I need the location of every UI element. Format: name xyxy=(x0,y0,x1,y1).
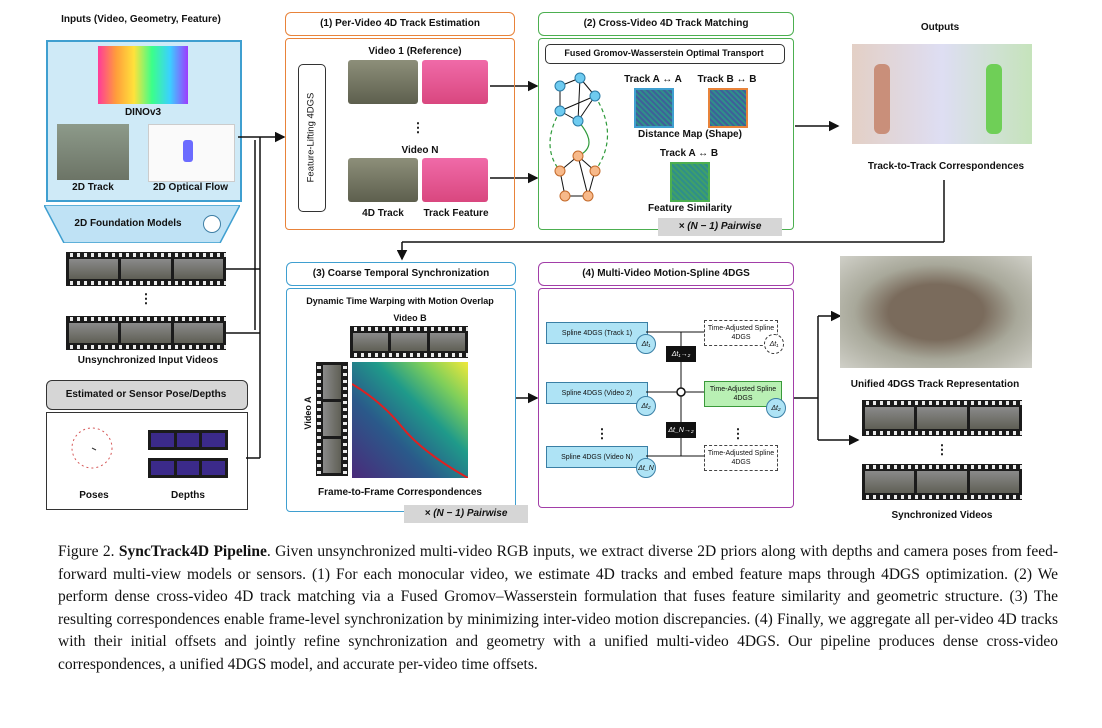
pose-box-label: Estimated or Sensor Pose/Depths xyxy=(65,389,227,400)
videoN-feature-image xyxy=(422,158,488,202)
figure-right-icon xyxy=(986,64,1002,134)
distance-map-b xyxy=(708,88,748,128)
delta-1-to-2-box: Δt₁→₂ xyxy=(666,346,696,362)
output-dots: ⋮ xyxy=(935,442,949,457)
delta-n-to-2-box: Δt_N→₂ xyxy=(666,422,696,438)
trackAA-label: Track A ↔ A xyxy=(624,74,682,85)
caption-text: . Given unsynchronized multi-video RGB i… xyxy=(58,543,1058,673)
track-feature-label: Track Feature xyxy=(423,208,489,219)
trackAB-label: Track A ↔ B xyxy=(659,148,719,159)
panel4-box xyxy=(538,288,794,508)
track-image xyxy=(57,124,129,180)
similarity-label: Feature Similarity xyxy=(648,203,732,214)
figure-left-icon xyxy=(874,64,890,134)
foundation-label: 2D Foundation Models xyxy=(74,218,182,229)
dtw-label: Dynamic Time Warping with Motion Overlap xyxy=(306,296,494,306)
panel1-dots: ⋮ xyxy=(411,120,425,135)
input-video-strip-1 xyxy=(66,252,226,286)
inputs-title: Inputs (Video, Geometry, Feature) xyxy=(61,14,221,25)
delta-t1-out-circle: Δt₁ xyxy=(764,334,784,354)
spline-box-2: Spline 4DGS (Video 2) xyxy=(546,382,648,404)
figure-caption: Figure 2. SyncTrack4D Pipeline. Given un… xyxy=(58,541,1058,676)
input-dots: ⋮ xyxy=(139,291,153,306)
depth-strip-2 xyxy=(148,458,228,478)
caption-fig: Figure 2. xyxy=(58,543,115,560)
poses-label: Poses xyxy=(79,490,109,501)
spline-box-n: Spline 4DGS (Video N) xyxy=(546,446,648,468)
network-icon xyxy=(203,215,221,233)
videoB-label: Video B xyxy=(393,313,427,323)
panel4-dots-left: ⋮ xyxy=(595,426,609,441)
videoN-track-image xyxy=(348,158,418,202)
videoB-strip xyxy=(350,326,468,358)
flow-figure-icon xyxy=(183,140,193,162)
sync-label: Synchronized Videos xyxy=(891,510,993,521)
video1-label: Video 1 (Reference) xyxy=(368,46,462,57)
pose-header-box xyxy=(46,380,248,410)
videoN-label: Video N xyxy=(401,145,439,156)
foundation-models-shape xyxy=(44,205,240,243)
fgw-label: Fused Gromov-Wasserstein Optimal Transpo… xyxy=(564,48,764,58)
video1-feature-image xyxy=(422,60,488,104)
delta-tn-circle: Δt_N xyxy=(636,458,656,478)
time-adjusted-box-n: Time-Adjusted Spline 4DGS xyxy=(704,445,778,471)
unified-label: Unified 4DGS Track Representation xyxy=(850,379,1020,390)
trackBB-label: Track B ↔ B xyxy=(697,74,757,85)
f2f-label: Frame-to-Frame Correspondences xyxy=(318,487,482,498)
caption-name: SyncTrack4D Pipeline xyxy=(118,543,267,560)
dino-label: DINOv3 xyxy=(124,107,162,118)
similarity-map xyxy=(670,162,710,202)
fgw-box xyxy=(545,44,785,64)
delta-t2-out-circle: Δt₂ xyxy=(766,398,786,418)
track-label: 2D Track xyxy=(72,182,114,193)
corr-label: Track-to-Track Correspondences xyxy=(867,161,1025,172)
video1-track-image xyxy=(348,60,418,104)
feature-lifting-label: Feature-Lifting 4DGS xyxy=(305,92,317,183)
connector-lines xyxy=(226,80,945,459)
panel4-dots-right: ⋮ xyxy=(731,426,745,441)
unsync-label: Unsynchronized Input Videos xyxy=(77,355,219,366)
depth-strip-1 xyxy=(148,430,228,450)
dino-feature-image xyxy=(98,46,188,104)
poses-plot xyxy=(71,427,113,469)
delta-t1-circle: Δt₁ xyxy=(636,334,656,354)
panel2-pairwise-badge: × (N − 1) Pairwise xyxy=(658,218,782,236)
panel1-box xyxy=(285,38,515,230)
depths-label: Depths xyxy=(171,490,205,501)
distance-label: Distance Map (Shape) xyxy=(638,129,742,140)
distance-map-a xyxy=(634,88,674,128)
panel3-box xyxy=(286,288,516,512)
sync-video-strip-1 xyxy=(862,400,1022,436)
track-4d-label: 4D Track xyxy=(362,208,404,219)
delta-t2-circle: Δt₂ xyxy=(636,396,656,416)
outputs-title: Outputs xyxy=(920,22,960,33)
spline-box-1: Spline 4DGS (Track 1) xyxy=(546,322,648,344)
panel3-pairwise-badge: × (N − 1) Pairwise xyxy=(404,505,528,523)
panel1-title: (1) Per-Video 4D Track Estimation xyxy=(285,12,515,36)
sync-video-strip-n xyxy=(862,464,1022,500)
feature-lifting-box xyxy=(298,64,326,212)
videoA-strip xyxy=(316,362,348,476)
panel2-title: (2) Cross-Video 4D Track Matching xyxy=(538,12,794,36)
graph-diagram xyxy=(549,72,609,202)
dtw-path xyxy=(352,383,468,478)
unified-4dgs-image xyxy=(840,256,1032,368)
panel4-title: (4) Multi-Video Motion-Spline 4DGS xyxy=(538,262,794,286)
flow-label: 2D Optical Flow xyxy=(152,182,228,193)
input-video-strip-n xyxy=(66,316,226,350)
panel3-title: (3) Coarse Temporal Synchronization xyxy=(286,262,516,286)
dtw-cost-matrix xyxy=(352,362,468,478)
panel4-connector xyxy=(646,331,704,457)
videoA-label: Video A xyxy=(303,396,313,430)
